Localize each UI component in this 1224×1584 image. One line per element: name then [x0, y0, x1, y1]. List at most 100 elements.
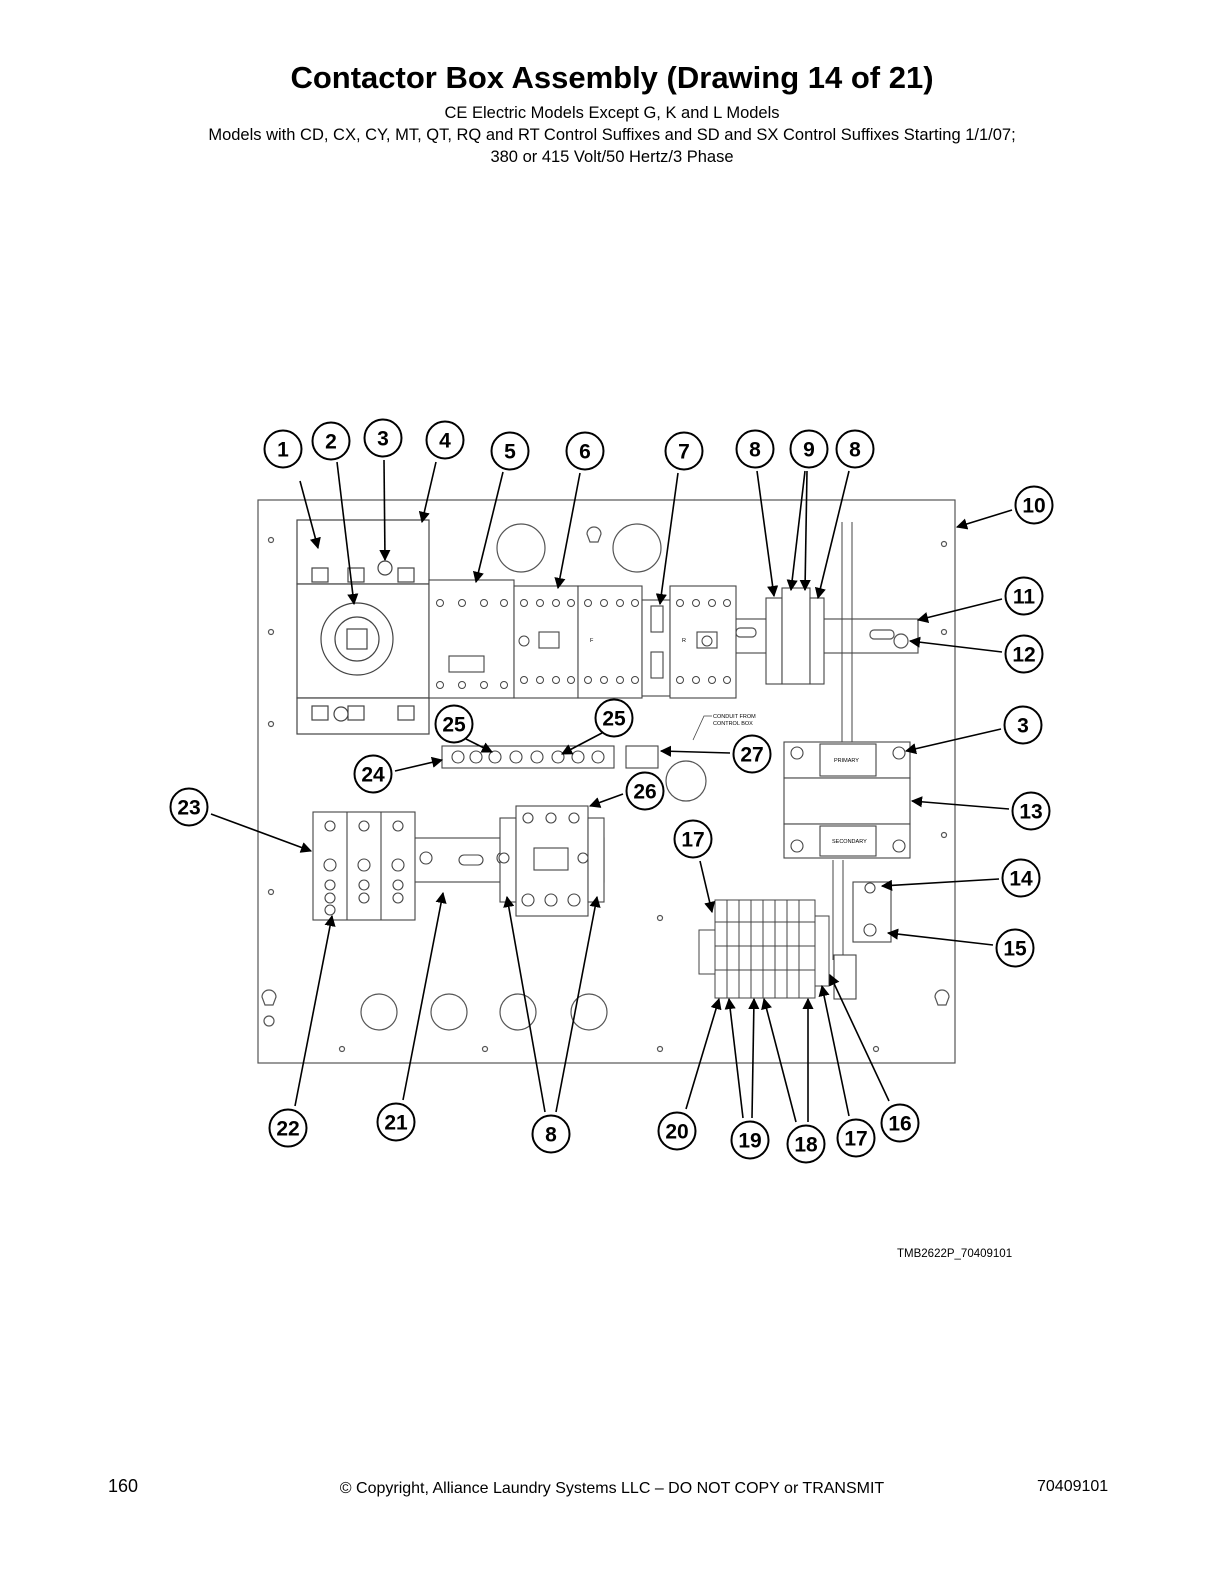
callout-5: 5: [490, 431, 530, 471]
callout-label: 11: [1013, 586, 1036, 609]
callout-circle: [664, 431, 704, 471]
callout-circle: [169, 787, 209, 827]
callout-label: 24: [361, 764, 385, 787]
callout-label: 6: [579, 441, 591, 464]
conduit-note: [692, 715, 712, 741]
callout-17: 17: [673, 819, 713, 859]
callout-label: 27: [740, 744, 763, 767]
callout-2: 2: [311, 421, 351, 461]
callout-label: 1: [277, 439, 289, 462]
callout-6: 6: [565, 431, 605, 471]
callout-circle: [1004, 634, 1044, 674]
callout-leader-4: [418, 461, 437, 524]
callout-circle: [425, 420, 465, 460]
callout-9: 9: [789, 429, 829, 469]
callout-20: 20: [657, 1111, 697, 1151]
callout-circle: [263, 429, 303, 469]
callout-label: 22: [276, 1118, 299, 1141]
callout-1: 1: [263, 429, 303, 469]
contactor-r-mark: R: [682, 638, 686, 644]
callout-label: 10: [1022, 495, 1045, 518]
callout-label: 17: [681, 829, 704, 852]
callout-circle: [363, 418, 403, 458]
callout-leader-19: [724, 997, 744, 1119]
callout-25: 25: [434, 704, 474, 744]
callout-15: 15: [995, 928, 1035, 968]
callout-leader-25: [561, 732, 603, 755]
callout-leader-11: [916, 598, 1003, 623]
callout-label: 8: [849, 439, 861, 462]
callout-label: 21: [384, 1112, 408, 1135]
callout-circle: [376, 1102, 416, 1142]
contactor-row: [428, 579, 737, 699]
callout-label: 15: [1003, 938, 1027, 961]
callout-leader-24: [394, 756, 444, 772]
callout-18: 18: [786, 1124, 826, 1164]
callout-circle: [434, 704, 474, 744]
callout-leader-9: [799, 470, 811, 592]
callout-leader-25: [465, 738, 494, 753]
callout-circle: [673, 819, 713, 859]
callout-7: 7: [664, 431, 704, 471]
callout-label: 4: [439, 430, 451, 453]
callout-label: 16: [888, 1113, 911, 1136]
callout-leader-1: [299, 480, 321, 550]
callout-label: 3: [377, 428, 389, 451]
page-title: Contactor Box Assembly (Drawing 14 of 21…: [290, 60, 934, 95]
callout-leaders: [210, 459, 1013, 1123]
callout-circle: [836, 1118, 876, 1158]
callout-label: 2: [325, 431, 337, 454]
callout-label: 14: [1009, 868, 1033, 891]
callout-circle: [657, 1111, 697, 1151]
callout-leader-8: [503, 895, 546, 1113]
callout-label: 3: [1017, 715, 1029, 738]
callout-label: 20: [665, 1121, 688, 1144]
callout-label: 23: [177, 797, 200, 820]
callout-leader-12: [908, 636, 1003, 653]
callout-circle: [531, 1114, 571, 1154]
callout-leader-7: [655, 472, 679, 606]
callout-label: 13: [1019, 801, 1042, 824]
subtitle-models: CE Electric Models Except G, K and L Mod…: [444, 104, 780, 122]
callout-8: 8: [531, 1114, 571, 1154]
callout-3: 3: [1003, 705, 1043, 745]
callout-leader-20: [685, 997, 722, 1110]
callout-label: 17: [844, 1128, 867, 1151]
callout-circle: [625, 771, 665, 811]
callout-14: 14: [1001, 858, 1041, 898]
callout-leader-22: [294, 914, 336, 1107]
conduit-note-line1: CONDUIT FROM: [713, 714, 756, 720]
callout-leader-6: [554, 472, 581, 590]
callout-21: 21: [376, 1102, 416, 1142]
main-disconnect-switch: [296, 519, 430, 735]
callout-label: 8: [749, 439, 761, 462]
callout-circle: [880, 1103, 920, 1143]
terminal-block-control: [698, 899, 830, 999]
callout-8: 8: [735, 429, 775, 469]
callout-leader-3: [904, 728, 1002, 755]
callout-22: 22: [268, 1108, 308, 1148]
callout-27: 27: [732, 734, 772, 774]
callout-leader-5: [472, 471, 504, 584]
callout-17: 17: [836, 1118, 876, 1158]
callout-leader-3: [379, 459, 391, 562]
callout-12: 12: [1004, 634, 1044, 674]
callout-26: 26: [625, 771, 665, 811]
callout-circle: [565, 431, 605, 471]
callout-leader-8: [814, 470, 850, 600]
callout-leader-21: [402, 891, 447, 1101]
callout-circle: [268, 1108, 308, 1148]
callout-leader-8: [555, 895, 601, 1113]
contactor-terminals: [436, 599, 731, 689]
fuse-holder: [833, 881, 892, 1000]
callout-circle: [490, 431, 530, 471]
callout-label: 8: [545, 1124, 557, 1147]
callout-circle: [786, 1124, 826, 1164]
callout-10: 10: [1014, 485, 1054, 525]
callout-circle: [1014, 485, 1054, 525]
callout-label: 25: [442, 714, 466, 737]
callout-circle: [730, 1120, 770, 1160]
contactor-bottom: [498, 805, 605, 917]
transformer-primary-label: PRIMARY: [834, 758, 859, 764]
page-number: 160: [108, 1476, 139, 1496]
